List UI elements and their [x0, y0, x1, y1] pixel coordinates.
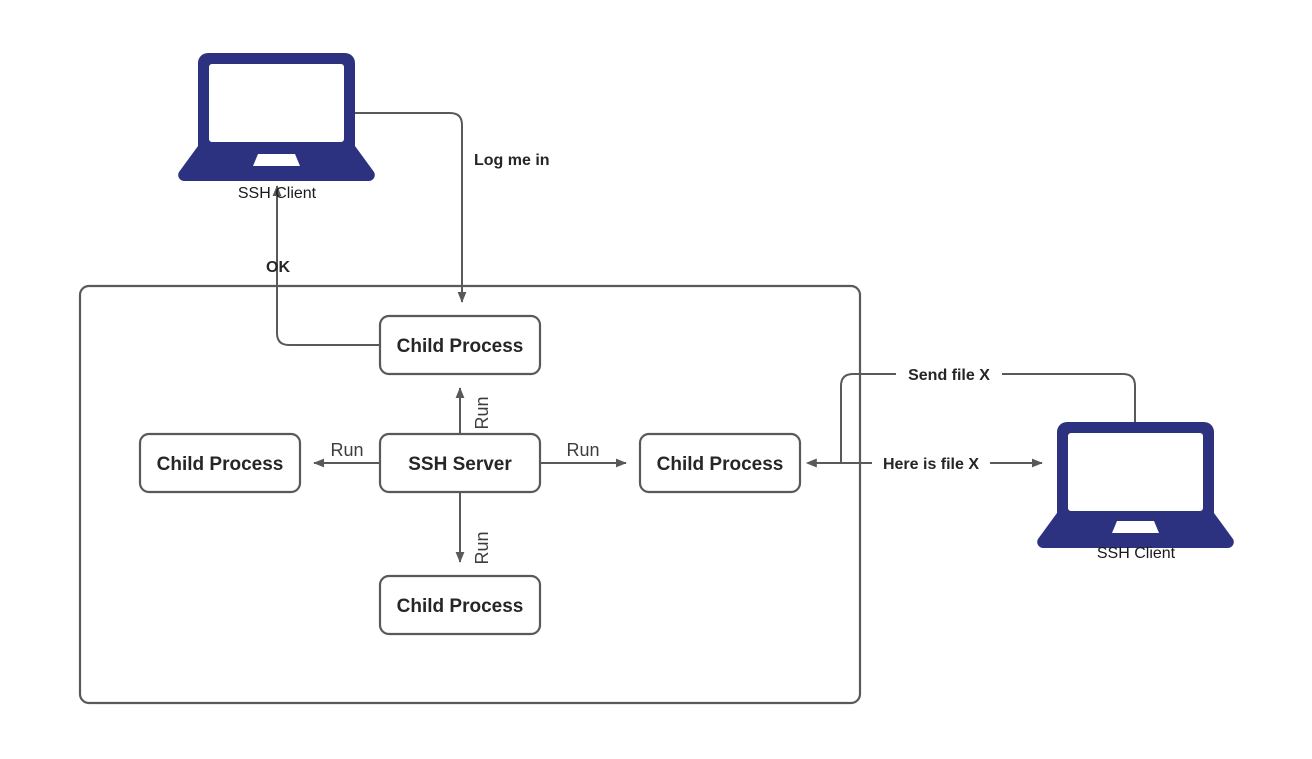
- device-label-ssh-client-bottom-right: SSH Client: [1097, 545, 1176, 562]
- edge-label-send-file-x: Send file X: [908, 367, 990, 384]
- node-child-top[interactable]: Child Process: [378, 314, 542, 376]
- edge-ok: [272, 185, 380, 346]
- node-child-right-rect[interactable]: [638, 432, 802, 494]
- edge-label-run-up: Run: [472, 396, 492, 429]
- edge-label-run-left: Run: [330, 440, 363, 460]
- node-child-left-rect[interactable]: [138, 432, 302, 494]
- edge-label-here-is-file-x: Here is file X: [883, 456, 979, 473]
- laptop-screen-top-left: [209, 64, 344, 142]
- device-label-ssh-client-top-left: SSH Client: [238, 185, 317, 202]
- node-child-top-label: Child Process: [397, 336, 524, 357]
- node-child-right[interactable]: Child Process: [638, 432, 802, 494]
- node-child-bottom[interactable]: Child Process: [378, 574, 542, 636]
- node-child-bottom-label: Child Process: [397, 596, 524, 617]
- laptop-icon-bottom-right[interactable]: [1037, 422, 1234, 548]
- node-ssh-server-rect[interactable]: [378, 432, 542, 494]
- node-child-right-label: Child Process: [657, 454, 784, 475]
- laptop-icon-top-left[interactable]: [178, 53, 375, 181]
- laptop-notch-bottom-right: [1112, 521, 1159, 533]
- node-ssh-server[interactable]: SSH Server: [378, 432, 542, 494]
- node-child-left-label: Child Process: [157, 454, 284, 475]
- edge-label-run-right: Run: [566, 440, 599, 460]
- edge-label-log-me-in: Log me in: [474, 152, 550, 169]
- node-child-bottom-rect[interactable]: [378, 574, 542, 636]
- here-is-file-x-label-backing: [872, 453, 990, 473]
- node-child-top-rect[interactable]: [378, 314, 542, 376]
- edge-label-run-down: Run: [472, 531, 492, 564]
- edge-log-me-in: [355, 112, 467, 303]
- edge-label-ok: OK: [266, 259, 290, 276]
- ssh-server-host-boundary: [78, 284, 862, 705]
- laptop-screen-bottom-right: [1068, 433, 1203, 511]
- send-file-x-label-backing: [896, 364, 1002, 384]
- node-ssh-server-label: SSH Server: [408, 454, 512, 475]
- laptop-notch-top-left: [253, 154, 300, 166]
- node-child-left[interactable]: Child Process: [138, 432, 302, 494]
